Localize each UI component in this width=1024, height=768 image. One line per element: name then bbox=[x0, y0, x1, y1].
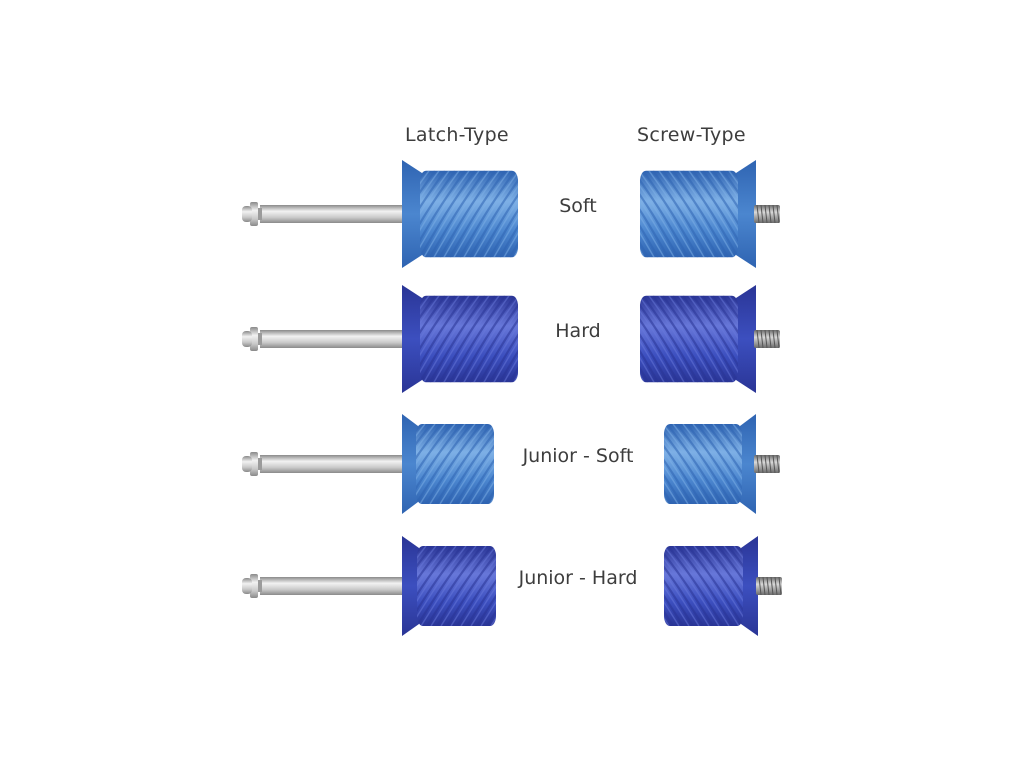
screw-thread bbox=[754, 204, 780, 224]
cup-row-junior-hard: Junior - Hard bbox=[0, 536, 1024, 646]
row-label: Junior - Hard bbox=[518, 567, 638, 589]
screw-type-prophy-cup-icon bbox=[664, 536, 758, 636]
latch-type-prophy-cup-icon bbox=[402, 160, 518, 268]
cup-row-soft: Soft bbox=[0, 160, 1024, 270]
screw-type-header: Screw-Type bbox=[637, 124, 746, 146]
screw-type-prophy-cup-icon bbox=[664, 414, 756, 514]
latch-shank bbox=[242, 452, 406, 476]
screw-thread bbox=[756, 576, 782, 596]
screw-type-prophy-cup-icon bbox=[640, 285, 756, 393]
row-label: Junior - Soft bbox=[522, 445, 634, 467]
latch-type-header: Latch-Type bbox=[405, 124, 509, 146]
cup-row-junior-soft: Junior - Soft bbox=[0, 414, 1024, 524]
latch-type-prophy-cup-icon bbox=[402, 536, 496, 636]
screw-thread bbox=[754, 454, 780, 474]
screw-type-prophy-cup-icon bbox=[640, 160, 756, 268]
latch-shank bbox=[242, 202, 406, 226]
latch-type-prophy-cup-icon bbox=[402, 285, 518, 393]
latch-type-prophy-cup-icon bbox=[402, 414, 494, 514]
latch-shank bbox=[242, 574, 406, 598]
row-label: Soft bbox=[559, 195, 597, 217]
latch-shank bbox=[242, 327, 406, 351]
cup-row-hard: Hard bbox=[0, 285, 1024, 395]
screw-thread bbox=[754, 329, 780, 349]
row-label: Hard bbox=[555, 320, 601, 342]
